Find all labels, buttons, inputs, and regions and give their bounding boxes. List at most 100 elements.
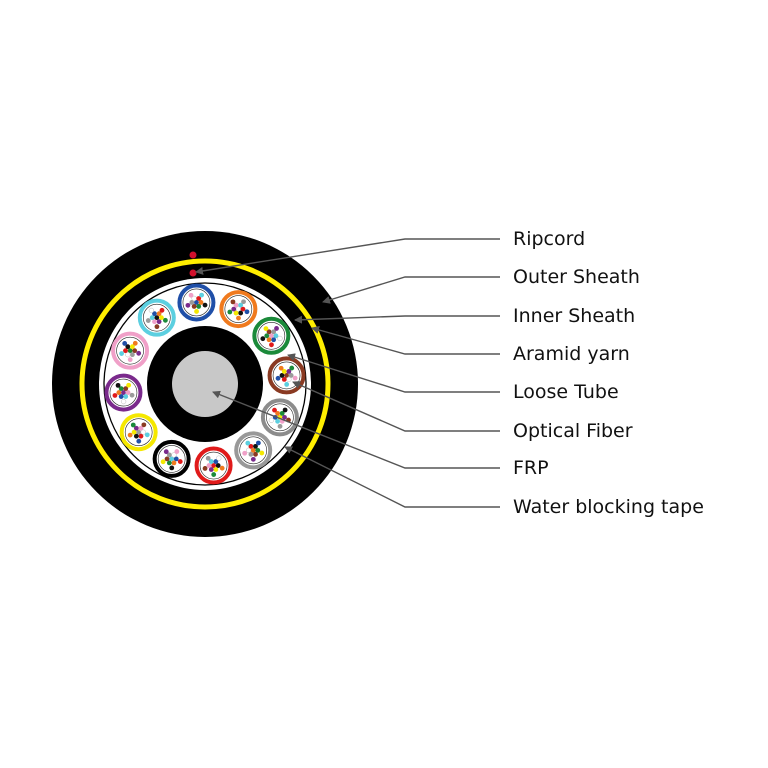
optical-fiber [230, 299, 236, 305]
optical-fiber [266, 337, 272, 343]
optical-fiber [279, 373, 285, 378]
loose-tube [137, 298, 176, 337]
optical-fiber [219, 465, 225, 471]
optical-fiber [255, 440, 261, 446]
optical-fiber [156, 319, 162, 325]
tube-inner-line [199, 451, 228, 480]
optical-fiber [275, 375, 281, 381]
optical-fiber [127, 348, 133, 354]
optical-fiber [123, 386, 129, 391]
optical-fiber [198, 300, 204, 305]
optical-fiber [281, 377, 287, 382]
optical-fiber [275, 418, 281, 424]
tube-inner-line [143, 303, 171, 332]
optical-fiber [125, 344, 131, 350]
optical-fiber [116, 390, 122, 395]
optical-fiber [292, 375, 298, 381]
optical-fiber [264, 333, 270, 339]
optical-fiber [194, 309, 199, 314]
loose-tube [111, 331, 150, 370]
label-outer-sheath: Outer Sheath [513, 266, 640, 288]
optical-fiber [159, 307, 165, 313]
optical-fiber [166, 460, 172, 466]
optical-fiber [196, 304, 202, 309]
optical-fiber [119, 351, 124, 356]
optical-fiber [160, 459, 166, 465]
optical-fiber [241, 299, 246, 305]
optical-fiber [174, 449, 180, 454]
optical-fiber [268, 333, 274, 339]
optical-fiber [289, 365, 295, 371]
optical-fiber [154, 315, 160, 321]
optical-fiber [138, 433, 144, 439]
optical-fiber [244, 309, 250, 315]
label-aramid-yarn: Aramid yarn [513, 343, 630, 365]
optical-fiber [136, 429, 142, 435]
label-frp: FRP [513, 457, 549, 479]
optical-fiber [211, 463, 216, 468]
optical-fiber [275, 410, 281, 416]
optical-fiber [199, 292, 205, 298]
optical-fiber [132, 340, 138, 346]
optical-fiber [185, 302, 191, 308]
inner-sheath-line [103, 282, 307, 486]
tube-inner-line [257, 322, 286, 350]
optical-fiber [250, 447, 256, 453]
optical-fiber [253, 451, 258, 457]
ripcord-dot [189, 269, 197, 277]
optical-fiber [238, 310, 244, 316]
optical-fiber [141, 422, 147, 428]
optical-fiber [152, 319, 157, 325]
optical-fiber [272, 407, 277, 413]
optical-fiber [236, 315, 241, 321]
tube-inner-line [224, 295, 253, 323]
optical-fiber [159, 315, 164, 321]
loose-tube [219, 290, 258, 329]
optical-fiber [152, 311, 157, 317]
loose-tube [152, 439, 191, 478]
optical-fiber [286, 369, 292, 374]
optical-fiber [154, 324, 160, 330]
optical-fiber [245, 447, 252, 453]
optical-fiber [233, 310, 239, 316]
leader-line [294, 315, 500, 324]
label-inner-sheath: Inner Sheath [513, 305, 636, 327]
loose-tube [252, 316, 291, 355]
optical-fiber [238, 302, 244, 308]
optical-fiber [284, 373, 289, 378]
optical-fiber [274, 326, 279, 331]
optical-fiber [277, 423, 283, 429]
optical-fiber [123, 348, 128, 354]
optical-fiber [129, 392, 135, 398]
optical-fiber [121, 390, 126, 395]
optical-fiber [284, 382, 290, 387]
optical-fiber [132, 348, 138, 354]
optical-fiber [115, 382, 121, 388]
optical-fiber [149, 315, 155, 321]
tube-inner-line [109, 378, 138, 407]
optical-fiber [273, 333, 279, 339]
optical-fiber [164, 456, 170, 462]
optical-fiber [118, 394, 124, 399]
optical-fiber [120, 398, 127, 405]
optical-fiber [206, 463, 212, 468]
tube-inner-line [239, 436, 267, 465]
optical-fiber [269, 342, 274, 348]
optical-fiber [248, 451, 254, 457]
optical-fiber [169, 456, 175, 462]
optical-fiber [125, 352, 131, 358]
optical-fiber [196, 296, 202, 301]
optical-fiber [248, 443, 254, 449]
optical-fiber [227, 309, 233, 315]
optical-fiber [259, 450, 265, 456]
leader-line [212, 390, 500, 469]
optical-fiber [282, 407, 288, 413]
optical-fiber [188, 292, 194, 298]
tube-inner-line [124, 418, 153, 446]
loose-tube [104, 373, 143, 412]
optical-fiber [268, 417, 274, 423]
optical-fiber [129, 344, 135, 350]
optical-fiber [250, 456, 256, 462]
